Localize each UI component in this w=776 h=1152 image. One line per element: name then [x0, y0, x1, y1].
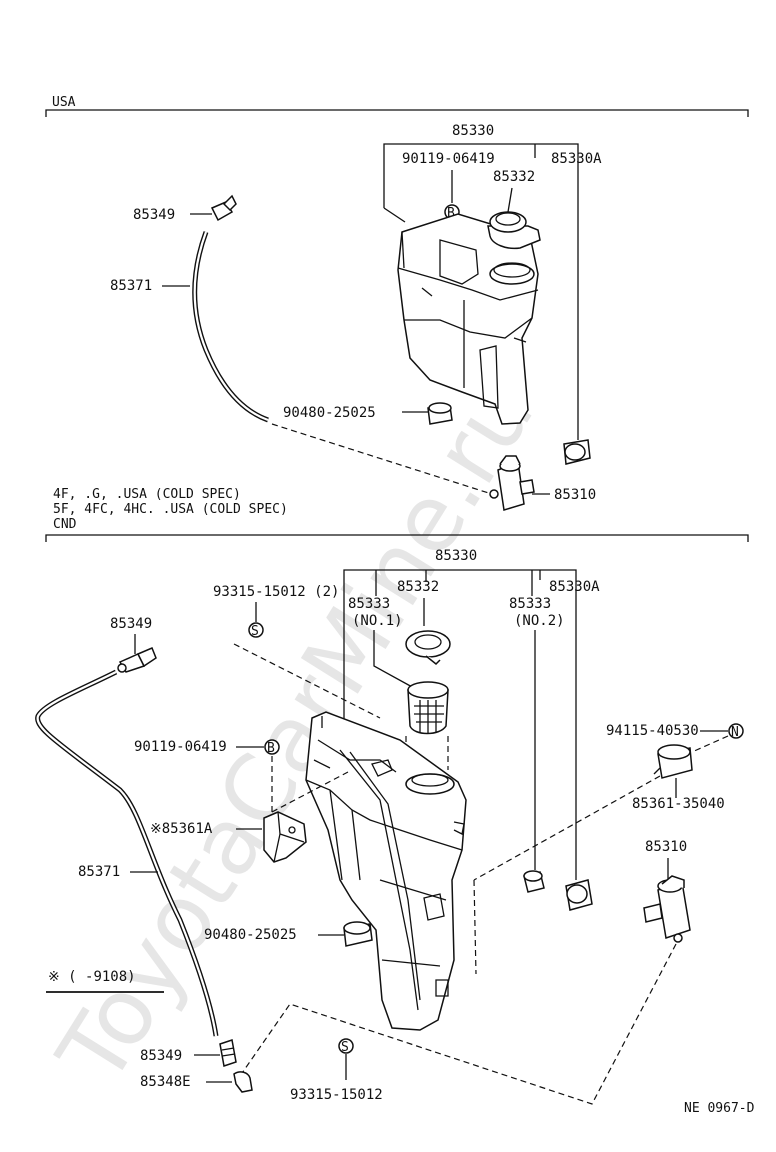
washer-motor-bottom	[643, 875, 691, 943]
label-90119-top: 90119-06419	[402, 151, 495, 167]
label-85371-top: 85371	[110, 278, 152, 294]
strainer-85333-no1	[407, 681, 449, 735]
strainer-85333-no2	[523, 870, 545, 893]
washer-motor-top	[489, 455, 535, 511]
leader-85330-bottom	[343, 569, 577, 880]
label-85371-bottom: 85371	[78, 864, 120, 880]
nozzle-85349-bottom-bottom	[219, 1039, 237, 1067]
section-usa: USA 85330 90119-06419 85330A 85332 B	[45, 95, 749, 511]
label-85330-top: 85330	[452, 123, 494, 139]
nut-path	[691, 735, 729, 753]
bracket-85361a	[263, 811, 307, 863]
section-label-line3: CND	[53, 517, 77, 532]
label-85333-no2: 85333	[509, 596, 551, 612]
label-85333-no2-note: (NO.2)	[514, 613, 565, 629]
bolt-marker-b-top-text: B	[447, 206, 455, 221]
label-85349-top: 85349	[133, 207, 175, 223]
label-85310-bottom: 85310	[645, 839, 687, 855]
label-85333-no1: 85333	[348, 596, 390, 612]
bolt-marker-b-bottom-text: B	[267, 741, 275, 756]
leader-85333-no1	[373, 630, 415, 689]
section-label-usa: USA	[52, 95, 76, 110]
grommet-90480-bottom	[343, 921, 373, 947]
nozzle-85349-bottom-top	[117, 647, 157, 673]
clamp-path-2	[473, 879, 477, 975]
nut-marker-n	[728, 723, 744, 739]
washer-tank-top	[397, 213, 539, 425]
label-94115: 94115-40530	[606, 723, 699, 739]
section-divider-top	[45, 109, 749, 117]
section-label-line2: 5F, 4FC, 4HC. .USA (COLD SPEC)	[53, 502, 288, 517]
elbow-85348e	[233, 1071, 253, 1093]
label-85361a: ※85361A	[150, 821, 213, 837]
label-85333-no1-note: (NO.1)	[352, 613, 403, 629]
label-85330a-bottom: 85330A	[549, 579, 600, 595]
label-85349-bottom-top: 85349	[110, 616, 152, 632]
tank-cap-top	[487, 211, 541, 250]
label-85348e: 85348E	[140, 1074, 191, 1090]
illustration-code: NE 0967-D	[684, 1101, 755, 1116]
screw-path-top	[233, 643, 381, 719]
bolt-marker-b-bottom	[264, 739, 280, 755]
leader-85330-top-tank	[383, 207, 406, 223]
bolt-path-bottom-2	[271, 771, 349, 813]
label-90480-top: 90480-25025	[283, 405, 376, 421]
label-85332-bottom: 85332	[397, 579, 439, 595]
clamp-85361-35040	[653, 744, 693, 779]
tank-cap-bottom	[405, 630, 451, 666]
leader-85330-top	[383, 143, 579, 440]
screw-marker-s-bottom-text: S	[341, 1040, 349, 1055]
hose-85371-top	[192, 231, 269, 423]
section-label-line1: 4F, .G, .USA (COLD SPEC)	[53, 487, 241, 502]
footnote-range: ※ ( -9108)	[48, 969, 136, 985]
washer-tank-bottom	[305, 711, 467, 1031]
nozzle-85349-top	[210, 194, 237, 222]
label-90119-bottom: 90119-06419	[134, 739, 227, 755]
grommet-90480-top	[427, 402, 453, 425]
label-85330a-top: 85330A	[551, 151, 602, 167]
screw-marker-s-bottom	[338, 1038, 354, 1054]
label-85332-top: 85332	[493, 169, 535, 185]
label-85349-bottom-bottom: 85349	[140, 1048, 182, 1064]
hose-route-bottom	[239, 943, 677, 1105]
nut-marker-n-text: N	[731, 725, 739, 740]
section-divider-bottom	[45, 534, 749, 542]
label-85330-bottom: 85330	[435, 548, 477, 564]
label-90480-bottom: 90480-25025	[204, 927, 297, 943]
grommet-85330a-top	[563, 439, 591, 465]
screw-marker-s-top-text: S	[251, 624, 259, 639]
section-cold-spec: 4F, .G, .USA (COLD SPEC) 5F, 4FC, 4HC. .…	[35, 487, 749, 1105]
grommet-85330a-bottom	[565, 879, 593, 911]
screw-marker-s-top	[248, 622, 264, 638]
label-93315-top: 93315-15012 (2)	[213, 584, 339, 600]
leader-85332-top	[507, 187, 513, 213]
label-85361-35040: 85361-35040	[632, 796, 725, 812]
label-85310-top: 85310	[554, 487, 596, 503]
label-93315-bottom: 93315-15012	[290, 1087, 383, 1103]
clamp-path	[473, 775, 661, 881]
